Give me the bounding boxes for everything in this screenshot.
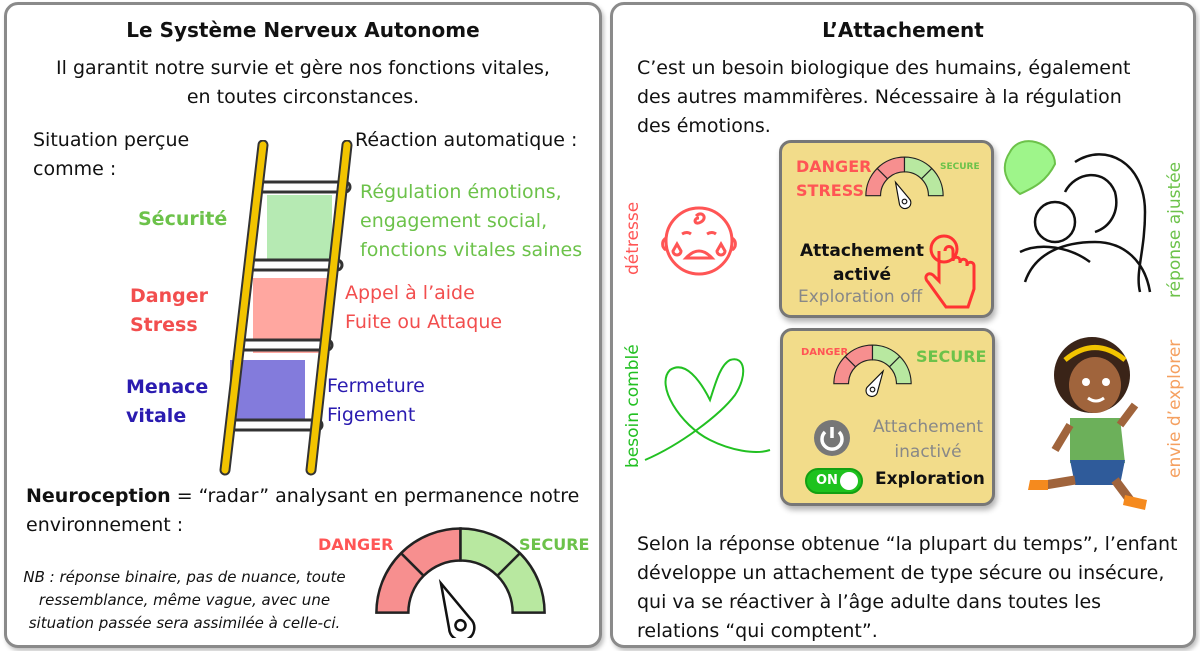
power-icon (814, 420, 850, 456)
activated-label: activé (832, 265, 892, 285)
level-danger-label: Danger Stress (130, 285, 208, 336)
level-security-label: Sécurité (138, 208, 228, 230)
reaction-line: Fermeture (327, 375, 425, 397)
heart-icon (1003, 140, 1057, 196)
pointing-hand-icon (924, 234, 976, 309)
attachment-label: Attachement (872, 417, 984, 437)
mother-baby-illustration (1003, 140, 1152, 293)
card1-status: DANGER STRESS (796, 155, 871, 203)
threat-highlight (230, 360, 305, 430)
reaction-line: Fuite ou Attaque (345, 311, 503, 333)
ladder-illustration (219, 140, 353, 476)
reaction-header: Réaction automatique : (355, 129, 578, 151)
danger-label: DANGER (801, 347, 849, 358)
gauge-needle (865, 369, 885, 397)
gauge-secure-label: SECURE (519, 535, 590, 554)
left-title: Le Système Nerveux Autonome (126, 18, 480, 42)
attachment-active-card: DANGER STRESS SECURE Attachement activé … (779, 140, 994, 318)
subtitle-line: Il garantit notre survie et gère nos fon… (56, 57, 550, 79)
inactivated-label: inactivé (894, 442, 962, 462)
attachment-inactivated: Attachement inactivé (868, 415, 988, 465)
danger-label: DANGER (796, 157, 872, 176)
exploration-label: Exploration (875, 469, 985, 489)
gauge-danger-label: DANGER (318, 535, 394, 554)
exploration-toggle[interactable]: ON (805, 468, 863, 494)
adjusted-response-label: réponse ajustée (1165, 161, 1185, 298)
right-title: L’Attachement (822, 18, 984, 42)
explore-desire-label: envie d’explorer (1165, 339, 1185, 478)
reaction-line: Régulation émotions, (360, 181, 562, 203)
attachment-conclusion: Selon la réponse obtenue “la plupart du … (637, 533, 1178, 642)
toggle-state: ON (816, 473, 838, 488)
security-highlight (267, 195, 332, 270)
reaction-line: engagement social, (360, 210, 548, 232)
crying-baby-icon (661, 206, 737, 276)
neuroception-text: Neuroception = “radar” analysant en perm… (26, 482, 591, 540)
attachment-activated: Attachement activé (782, 239, 942, 287)
reaction-line: Appel à l’aide (345, 282, 475, 304)
attachment-label: Attachement (799, 241, 925, 261)
secure-label: SECURE (940, 162, 980, 172)
subtitle-line: en toutes circonstances. (186, 86, 420, 108)
gauge-needle (894, 180, 912, 210)
neuroception-definition: = “radar” analysant en permanence notre … (26, 485, 580, 536)
attachment-intro: C’est un besoin biologique des humains, … (637, 57, 1131, 137)
neuroception-gauge (375, 527, 546, 638)
security-reaction: Régulation émotions, engagement social, … (360, 178, 582, 265)
attachment-inactive-card: DANGER SECURE Attachement inactivé ON Ex… (780, 328, 995, 506)
stress-label: STRESS (796, 181, 865, 200)
gauge-needle (438, 578, 476, 638)
attachment-panel (610, 2, 1196, 648)
secure-label: SECURE (916, 347, 987, 366)
threat-reaction: Fermeture Figement (327, 372, 425, 430)
neuroception-term: Neuroception (26, 485, 171, 507)
card1-gauge (865, 156, 944, 210)
danger-reaction: Appel à l’aide Fuite ou Attaque (345, 279, 502, 337)
reaction-line: fonctions vitales saines (360, 239, 583, 261)
level-threat-label: Menace vitale (126, 376, 209, 427)
reaction-line: Figement (327, 404, 416, 426)
distress-label: détresse (623, 201, 643, 275)
left-subtitle: Il garantit notre survie et gère nos fon… (4, 54, 602, 112)
card2-gauge (833, 344, 912, 397)
situation-header: Situation perçue comme : (33, 129, 190, 180)
nb-note: NB : réponse binaire, pas de nuance, tou… (23, 568, 346, 632)
toggle-knob (840, 472, 858, 490)
exploration-off: Exploration off (798, 287, 923, 307)
heart-line-icon (644, 358, 771, 461)
running-girl-illustration (1028, 337, 1147, 510)
